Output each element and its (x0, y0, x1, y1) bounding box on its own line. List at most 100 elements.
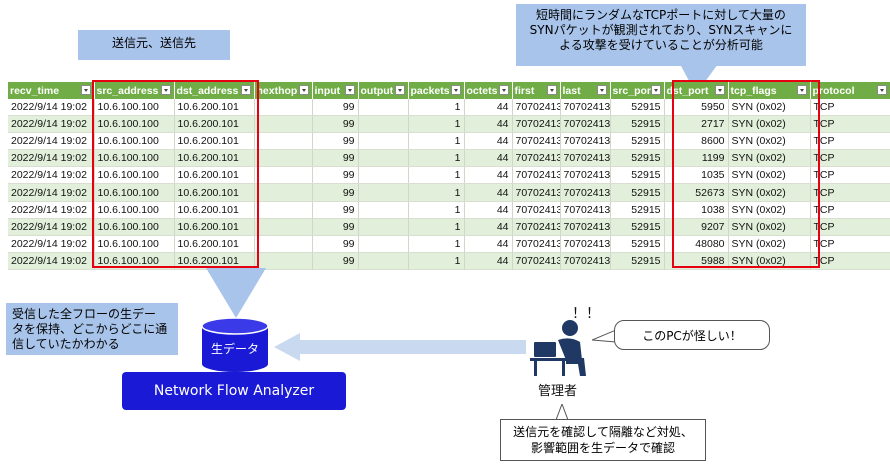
column-header-label: last (562, 84, 581, 97)
filter-dropdown-icon[interactable] (650, 85, 661, 95)
filter-dropdown-icon[interactable] (298, 85, 309, 95)
column-header-last[interactable]: last (560, 82, 611, 99)
filter-dropdown-icon[interactable] (160, 85, 171, 95)
table-cell-input: 99 (312, 201, 359, 219)
table-cell-recv-time: 2022/9/14 19:02 (8, 166, 95, 185)
table-cell-recv-time: 2022/9/14 19:02 (8, 252, 95, 270)
table-cell-tcp-flags: SYN (0x02) (728, 115, 811, 134)
table-cell-src-port: 52915 (610, 149, 665, 168)
column-header-nexthop[interactable]: nexthop (254, 82, 313, 99)
filter-dropdown-icon[interactable] (344, 85, 355, 95)
admin-to-database-arrow (274, 333, 526, 361)
table-cell-nexthop (254, 99, 313, 117)
table-cell-octets: 44 (464, 115, 513, 134)
table-cell-src-port: 52915 (610, 99, 665, 117)
table-cell-last: 70702413 (560, 99, 611, 117)
table-cell-last: 70702413 (560, 183, 611, 202)
table-cell-nexthop (254, 218, 313, 236)
table-cell-dst-address: 10.6.200.101 (174, 183, 255, 202)
column-header-dst-port[interactable]: dst_port (664, 82, 729, 99)
table-cell-src-address: 10.6.100.100 (94, 115, 175, 134)
filter-dropdown-icon[interactable] (796, 85, 807, 95)
table-cell-src-address: 10.6.100.100 (94, 252, 175, 270)
table-cell-first: 70702413 (512, 183, 561, 202)
column-header-dst-address[interactable]: dst_address (174, 82, 255, 99)
filter-dropdown-icon[interactable] (450, 85, 461, 95)
column-header-label: tcp_flags (730, 84, 777, 97)
column-header-output[interactable]: output (358, 82, 409, 99)
speech-bubble: このPCが怪しい！ (614, 320, 770, 350)
filter-dropdown-icon[interactable] (80, 85, 91, 95)
filter-dropdown-icon[interactable] (714, 85, 725, 95)
table-cell-first: 70702413 (512, 149, 561, 168)
product-name-banner: Network Flow Analyzer (122, 372, 346, 410)
table-cell-tcp-flags: SYN (0x02) (728, 218, 811, 236)
column-header-label: src_port (612, 84, 655, 97)
filter-dropdown-icon[interactable] (394, 85, 405, 95)
filter-dropdown-icon[interactable] (498, 85, 509, 95)
table-cell-dst-address: 10.6.200.101 (174, 132, 255, 151)
table-cell-src-address: 10.6.100.100 (94, 235, 175, 253)
table-cell-tcp-flags: SYN (0x02) (728, 201, 811, 219)
table-cell-nexthop (254, 252, 313, 270)
column-header-input[interactable]: input (312, 82, 359, 99)
column-header-packets[interactable]: packets (408, 82, 465, 99)
column-header-label: src_address (96, 84, 159, 97)
table-cell-src-address: 10.6.100.100 (94, 166, 175, 185)
table-cell-dst-address: 10.6.200.101 (174, 235, 255, 253)
table-cell-dst-address: 10.6.200.101 (174, 149, 255, 168)
table-cell-packets: 1 (408, 235, 465, 253)
table-cell-protocol: TCP (810, 99, 890, 117)
table-cell-input: 99 (312, 149, 359, 168)
table-cell-src-port: 52915 (610, 115, 665, 134)
column-header-label: nexthop (256, 84, 298, 97)
table-cell-first: 70702413 (512, 99, 561, 117)
speech-bubble-tail (592, 329, 616, 343)
column-header-first[interactable]: first (512, 82, 561, 99)
table-cell-first: 70702413 (512, 235, 561, 253)
table-cell-protocol: TCP (810, 115, 890, 134)
table-cell-first: 70702413 (512, 166, 561, 185)
table-cell-last: 70702413 (560, 252, 611, 270)
table-cell-src-address: 10.6.100.100 (94, 183, 175, 202)
table-cell-input: 99 (312, 183, 359, 202)
table-cell-dst-port: 52673 (664, 183, 729, 202)
column-header-tcp-flags[interactable]: tcp_flags (728, 82, 811, 99)
filter-dropdown-icon[interactable] (596, 85, 607, 95)
table-cell-output (358, 132, 409, 151)
src-dst-highlight-box (92, 80, 259, 268)
table-cell-output (358, 166, 409, 185)
table-cell-recv-time: 2022/9/14 19:02 (8, 132, 95, 151)
filter-dropdown-icon[interactable] (876, 85, 887, 95)
table-cell-src-port: 52915 (610, 218, 665, 236)
table-cell-nexthop (254, 235, 313, 253)
table-cell-packets: 1 (408, 115, 465, 134)
table-cell-dst-port: 1199 (664, 149, 729, 168)
filter-dropdown-icon[interactable] (240, 85, 251, 95)
table-cell-dst-port: 5950 (664, 99, 729, 117)
table-cell-tcp-flags: SYN (0x02) (728, 132, 811, 151)
action-note-line1: 送信元を確認して隔離など対処、 (513, 425, 693, 439)
column-header-src-address[interactable]: src_address (94, 82, 175, 99)
table-cell-recv-time: 2022/9/14 19:02 (8, 218, 95, 236)
column-header-src-port[interactable]: src_port (610, 82, 665, 99)
table-cell-protocol: TCP (810, 166, 890, 185)
table-cell-last: 70702413 (560, 218, 611, 236)
administrator-label: 管理者 (538, 384, 578, 399)
syn-callout-line2: SYNパケットが観測されており、SYNスキャンに (529, 23, 793, 37)
table-cell-first: 70702413 (512, 115, 561, 134)
column-header-protocol[interactable]: protocol (810, 82, 890, 99)
table-cell-src-port: 52915 (610, 183, 665, 202)
filter-dropdown-icon[interactable] (546, 85, 557, 95)
table-cell-last: 70702413 (560, 235, 611, 253)
table-cell-octets: 44 (464, 201, 513, 219)
database-icon (201, 317, 269, 372)
column-header-octets[interactable]: octets (464, 82, 513, 99)
column-header-recv-time[interactable]: recv_time (8, 82, 95, 99)
table-cell-dst-port: 5988 (664, 252, 729, 270)
column-header-label: input (314, 84, 341, 97)
